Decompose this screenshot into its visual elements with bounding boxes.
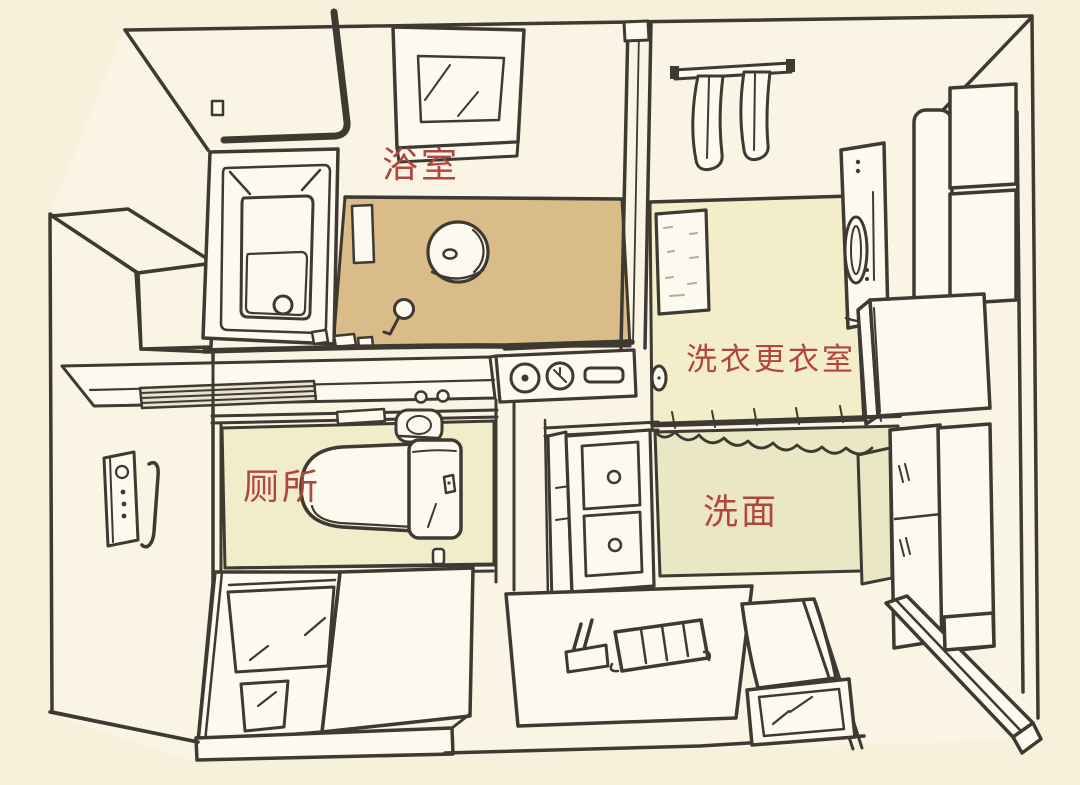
grab-handle [140, 461, 160, 549]
floor-bolt [431, 547, 446, 566]
counter-edge [202, 339, 635, 354]
wall-remote-control [102, 450, 140, 548]
bathroom-label: 浴室 [382, 145, 460, 186]
mirror-shine-mark [424, 64, 451, 101]
tub-faucet [310, 328, 330, 346]
sloped-box-front [136, 261, 216, 351]
drawer-handle [607, 537, 623, 553]
vanity-cabinet [543, 418, 660, 606]
laundry-lower-cabinet [856, 292, 992, 426]
toilet-bowl [299, 442, 416, 533]
bathtub [201, 147, 375, 349]
left-floor-platform [48, 566, 475, 762]
toilet-tank [407, 438, 463, 540]
tub-drain [272, 294, 294, 316]
curtain [650, 404, 902, 456]
platform-panel [239, 679, 290, 733]
divider-wall [619, 19, 668, 392]
washer-door [843, 215, 869, 285]
upper-cabinet [948, 188, 1018, 306]
laundry-label: 洗衣更衣室 [686, 342, 856, 378]
window-mirror [391, 25, 526, 164]
bath-control-panel [494, 339, 638, 404]
beam-block [942, 611, 996, 652]
toilet-label: 厕所 [243, 467, 321, 508]
washroom-label: 洗面 [703, 493, 779, 533]
right-floor-step [740, 597, 864, 751]
wall-hook [210, 99, 225, 117]
control-dial [509, 362, 541, 394]
shower-pipe-rail [210, 8, 351, 144]
wall-poster [654, 208, 711, 316]
ink-drawing: 浴室 洗衣更衣室 厕所 洗面 [48, 8, 1043, 762]
toilet [299, 438, 463, 566]
drawer [580, 440, 642, 511]
bath-plug [382, 298, 415, 336]
wash-basin [426, 220, 490, 284]
control-display [583, 366, 625, 384]
drawer-handle [606, 469, 622, 485]
platform-panel [226, 585, 336, 674]
washing-machine [839, 141, 890, 330]
control-dial [545, 361, 575, 391]
side-counter [60, 355, 497, 410]
door-sill [350, 203, 376, 265]
scrub-brush [564, 618, 610, 674]
small-shelf [335, 407, 387, 426]
bath-mat-area [443, 584, 866, 755]
hanging-towels [670, 59, 795, 172]
poster-marks [663, 226, 699, 297]
upper-cabinet [948, 82, 1018, 190]
washroom-cabinet [856, 422, 996, 654]
wash-board [609, 618, 712, 673]
drawer [582, 510, 644, 578]
floor-beam [884, 594, 1043, 755]
towel [739, 70, 772, 162]
